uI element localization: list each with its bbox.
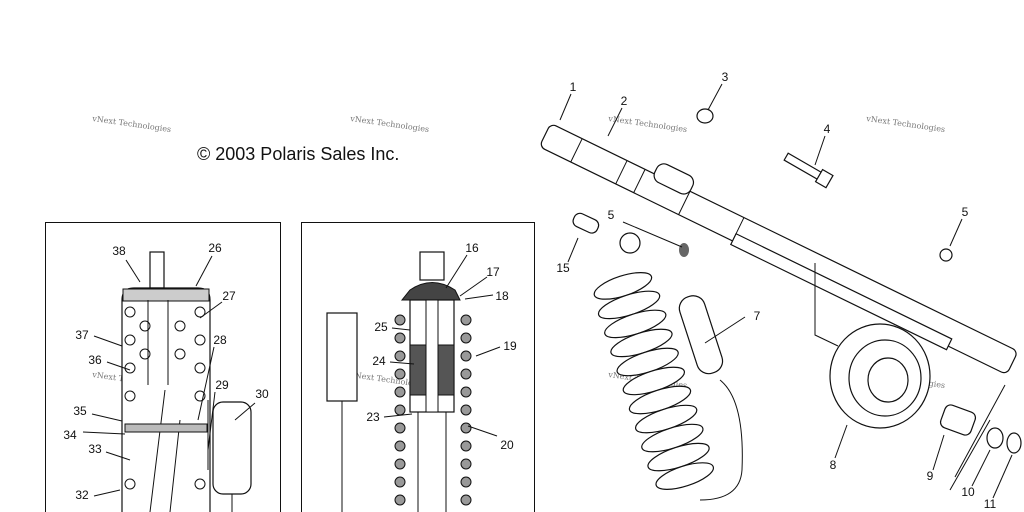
callout-32: 32 [75,488,89,502]
callout-5: 5 [962,205,969,219]
leader-lines [82,83,1013,499]
callout-24: 24 [372,354,386,368]
callout-17: 17 [486,265,500,279]
callout-1: 1 [570,80,577,94]
callout-2: 2 [621,94,628,108]
callout-26: 26 [208,241,222,255]
callout-38: 38 [112,244,126,258]
callout-10: 10 [961,485,975,499]
callout-16: 16 [465,241,479,255]
callout-25: 25 [374,320,388,334]
callouts: 1 2 3 4 5 5 15 7 8 9 10 11 38 26 27 37 2… [63,70,996,511]
callout-33: 33 [88,442,102,456]
callout-37: 37 [75,328,89,342]
callout-15: 15 [556,261,570,275]
callout-11: 11 [984,497,997,511]
callout-3: 3 [722,70,729,84]
callout-28: 28 [213,333,227,347]
copyright-text: © 2003 Polaris Sales Inc. [197,144,399,164]
callout-7: 7 [754,309,761,323]
callout-4: 4 [824,122,831,136]
shock-spring-detail [301,222,535,512]
callout-27: 27 [222,289,236,303]
watermark: vNext Technologies [91,114,172,134]
callout-36: 36 [88,353,102,367]
callout-9: 9 [927,469,934,483]
callout-20: 20 [500,438,514,452]
exploded-assembly [540,108,1022,501]
callout-29: 29 [215,378,229,392]
callout-30: 30 [255,387,269,401]
callout-8: 8 [830,458,837,472]
watermark: vNext Technologies [349,114,430,134]
callout-34: 34 [63,428,77,442]
shock-cutaway-detail [45,222,281,512]
callout-5: 5 [608,208,615,222]
callout-35: 35 [73,404,87,418]
watermark: vNext Technologies [865,114,946,134]
callout-19: 19 [503,339,517,353]
callout-18: 18 [495,289,509,303]
watermark: vNext Technologies [607,114,688,134]
callout-23: 23 [366,410,380,424]
